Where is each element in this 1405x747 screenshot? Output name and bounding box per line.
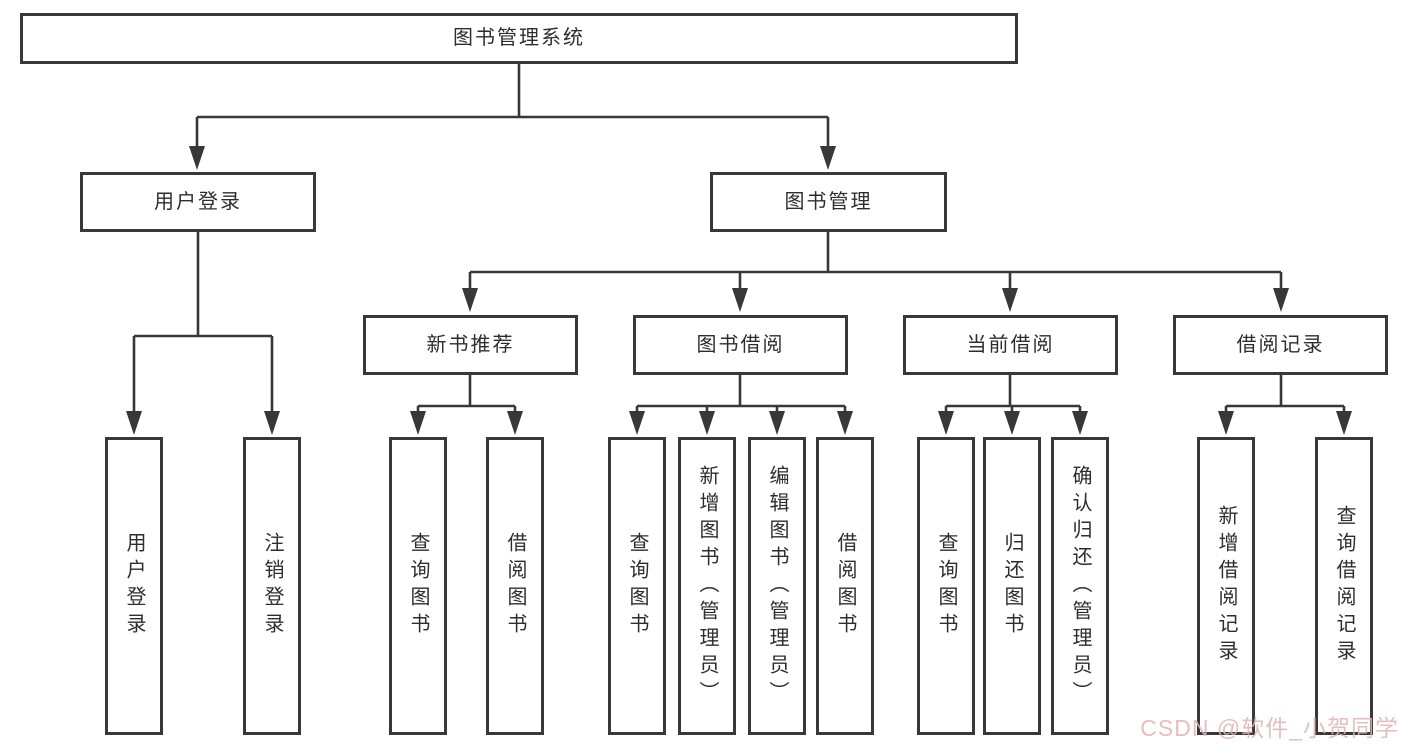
connector-current-branch	[938, 375, 1088, 435]
node-book-management: 图书管理	[710, 172, 947, 232]
connector-records-branch	[1218, 375, 1352, 435]
node-leaf-query-book-3: 查询图书	[917, 437, 975, 735]
node-leaf-edit-book-admin: 编辑图书（管理员）	[748, 437, 806, 735]
node-leaf-add-borrow-record: 新增借阅记录	[1197, 437, 1255, 735]
node-new-book-recommend: 新书推荐	[363, 315, 578, 375]
csdn-watermark: CSDN @软件_小贺同学	[1140, 715, 1399, 741]
node-leaf-add-book-admin: 新增图书（管理员）	[678, 437, 736, 735]
node-leaf-logout: 注销登录	[243, 437, 301, 735]
node-leaf-query-borrow-record: 查询借阅记录	[1315, 437, 1373, 735]
node-leaf-query-book-1: 查询图书	[389, 437, 447, 735]
node-borrow-records: 借阅记录	[1173, 315, 1388, 375]
connector-book-mgmt-branch	[462, 232, 1289, 312]
node-book-borrow: 图书借阅	[633, 315, 848, 375]
connector-root-branch	[189, 64, 836, 170]
node-leaf-borrow-book-1: 借阅图书	[486, 437, 544, 735]
node-leaf-confirm-return-admin: 确认归还（管理员）	[1051, 437, 1109, 735]
node-leaf-return-book: 归还图书	[983, 437, 1041, 735]
node-leaf-borrow-book-2: 借阅图书	[816, 437, 874, 735]
connector-new-book-branch	[410, 375, 523, 435]
node-leaf-query-book-2: 查询图书	[608, 437, 666, 735]
node-current-borrow: 当前借阅	[903, 315, 1118, 375]
connector-user-login-branch	[126, 232, 280, 435]
node-leaf-user-login: 用户登录	[105, 437, 163, 735]
connector-borrow-branch	[629, 375, 853, 435]
node-user-login: 用户登录	[80, 172, 316, 232]
node-root-system: 图书管理系统	[20, 13, 1018, 64]
